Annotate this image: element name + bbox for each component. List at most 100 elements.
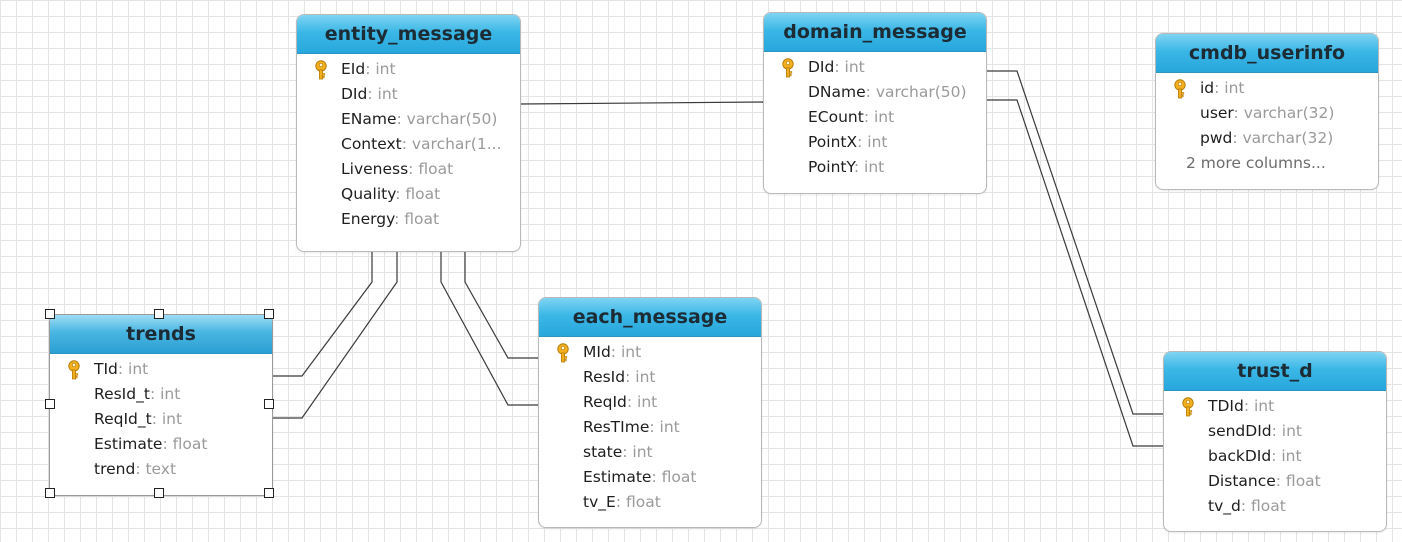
column-name: Energy	[341, 210, 395, 228]
column-row[interactable]: TDId: int	[1164, 394, 1386, 419]
column-type: : float	[1275, 472, 1321, 490]
column-name: DId	[808, 58, 835, 76]
column-type: : float	[394, 210, 440, 228]
column-row[interactable]: DId: int	[764, 55, 986, 80]
column-name: EName	[341, 110, 397, 128]
relation-domain-trust-back[interactable]	[986, 99, 1163, 447]
column-row[interactable]: Liveness: float	[297, 157, 520, 182]
column-row[interactable]: tv_E: float	[539, 490, 761, 515]
column-name: TDId	[1208, 397, 1244, 415]
table-title[interactable]: each_message	[539, 298, 761, 337]
column-name: PointX	[808, 133, 858, 151]
column-type: : int	[1243, 397, 1275, 415]
column-name: Estimate	[583, 468, 652, 486]
column-type: : int	[1271, 422, 1302, 440]
table-title[interactable]: trust_d	[1164, 352, 1386, 391]
resize-handle-s[interactable]	[154, 488, 164, 498]
column-row[interactable]: ResId_t: int	[50, 382, 272, 407]
column-name: ReqId_t	[94, 410, 152, 428]
column-name: trend	[94, 460, 136, 478]
resize-handle-ne[interactable]	[264, 309, 274, 319]
resize-handle-sw[interactable]	[45, 488, 55, 498]
column-row[interactable]: Energy: float	[297, 207, 520, 232]
column-name: Liveness	[341, 160, 409, 178]
column-row[interactable]: Context: varchar(1...	[297, 132, 520, 157]
column-type: : varchar(32)	[1232, 129, 1334, 147]
column-row[interactable]: MId: int	[539, 340, 761, 365]
column-name: DId	[341, 85, 368, 103]
column-row[interactable]: ECount: int	[764, 105, 986, 130]
column-name: tv_E	[583, 493, 616, 511]
column-type: : float	[162, 435, 208, 453]
resize-handle-e[interactable]	[264, 399, 274, 409]
column-row[interactable]: state: int	[539, 440, 761, 465]
column-row[interactable]: EId: int	[297, 57, 520, 82]
column-row[interactable]: EName: varchar(50)	[297, 107, 520, 132]
more-columns-link[interactable]: 2 more columns...	[1186, 154, 1326, 172]
column-name: sendDId	[1208, 422, 1272, 440]
column-name: ECount	[808, 108, 864, 126]
column-row[interactable]: pwd: varchar(32)	[1156, 126, 1378, 151]
column-row[interactable]: Quality: float	[297, 182, 520, 207]
relation-domain-trust-send[interactable]	[986, 70, 1163, 415]
relation-entity-each-req[interactable]	[464, 251, 538, 359]
column-name: ResId	[583, 368, 626, 386]
column-row[interactable]: ResId: int	[539, 365, 761, 390]
column-type: : int	[367, 85, 398, 103]
column-name: ResTIme	[583, 418, 650, 436]
relation-entity-domain[interactable]	[519, 101, 764, 105]
column-type: : int	[649, 418, 680, 436]
table-title[interactable]: cmdb_userinfo	[1156, 34, 1378, 73]
column-type: : int	[365, 60, 396, 78]
resize-handle-w[interactable]	[45, 399, 55, 409]
relation-entity-each-res[interactable]	[440, 251, 538, 406]
column-type: : float	[395, 185, 441, 203]
column-row[interactable]: backDId: int	[1164, 444, 1386, 469]
key-icon	[313, 60, 329, 80]
column-row[interactable]: TId: int	[50, 357, 272, 382]
column-row[interactable]: ReqId_t: int	[50, 407, 272, 432]
resize-handle-se[interactable]	[264, 488, 274, 498]
column-row[interactable]: user: varchar(32)	[1156, 101, 1378, 126]
column-row[interactable]: ResTIme: int	[539, 415, 761, 440]
relation-entity-trends-res[interactable]	[272, 251, 373, 377]
table-title[interactable]: trends	[50, 315, 272, 354]
column-row[interactable]: trend: text	[50, 457, 272, 482]
key-icon	[780, 58, 796, 78]
column-row[interactable]: DId: int	[297, 82, 520, 107]
column-name: backDId	[1208, 447, 1272, 465]
column-type: : int	[834, 58, 865, 76]
column-row[interactable]: Estimate: float	[539, 465, 761, 490]
column-row[interactable]: PointX: int	[764, 130, 986, 155]
column-type: : varchar(32)	[1233, 104, 1335, 122]
column-row[interactable]: Distance: float	[1164, 469, 1386, 494]
table-title[interactable]: entity_message	[297, 15, 520, 54]
key-icon	[1180, 397, 1196, 417]
column-name: tv_d	[1208, 497, 1241, 515]
column-row[interactable]: Estimate: float	[50, 432, 272, 457]
table-title[interactable]: domain_message	[764, 13, 986, 52]
resize-handle-n[interactable]	[154, 309, 164, 319]
key-icon	[1172, 79, 1188, 99]
column-row[interactable]: tv_d: float	[1164, 494, 1386, 519]
relation-entity-trends-req[interactable]	[272, 251, 398, 419]
column-row[interactable]: id: int	[1156, 76, 1378, 101]
column-type: : float	[651, 468, 697, 486]
column-type: : int	[117, 360, 149, 378]
column-type: : int	[610, 343, 642, 361]
column-row[interactable]: DName: varchar(50)	[764, 80, 986, 105]
resize-handle-nw[interactable]	[45, 309, 55, 319]
column-row[interactable]: PointY: int	[764, 155, 986, 180]
column-name: Context	[341, 135, 402, 153]
column-row[interactable]: sendDId: int	[1164, 419, 1386, 444]
column-row[interactable]: ReqId: int	[539, 390, 761, 415]
